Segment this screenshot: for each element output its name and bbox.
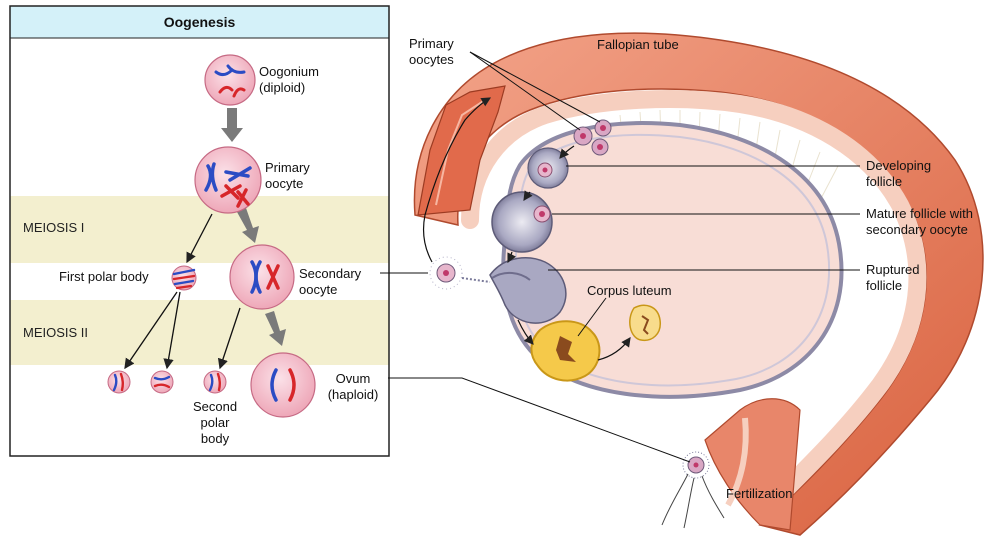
ruptured-follicle-label: Ruptured follicle xyxy=(866,262,919,294)
primary-oocyte-line2: oocyte xyxy=(265,176,310,192)
primary-oocytes-label: Primary oocytes xyxy=(409,36,454,68)
meiosis-ii-label: MEIOSIS II xyxy=(23,325,88,340)
second-polar-body-line1: Second xyxy=(187,399,243,415)
second-polar-body-line2: polar xyxy=(187,415,243,431)
primary-oocytes-line1: Primary xyxy=(409,36,454,52)
first-polar-body-label: First polar body xyxy=(59,269,149,285)
developing-follicle-line2: follicle xyxy=(866,174,931,190)
mature-follicle-line2: secondary oocyte xyxy=(866,222,973,238)
developing-follicle-label: Developing follicle xyxy=(866,158,931,190)
mature-follicle-label: Mature follicle with secondary oocyte xyxy=(866,206,973,238)
ruptured-follicle-line2: follicle xyxy=(866,278,919,294)
meiosis-i-label: MEIOSIS I xyxy=(23,220,84,235)
secondary-oocyte-label: Secondary oocyte xyxy=(299,266,361,298)
ovum-label: Ovum (haploid) xyxy=(320,371,386,403)
ovum-ploidy: (haploid) xyxy=(320,387,386,403)
oogonium-name: Oogonium xyxy=(259,64,319,80)
secondary-oocyte-line1: Secondary xyxy=(299,266,361,282)
ruptured-follicle-line1: Ruptured xyxy=(866,262,919,278)
second-polar-body-line3: body xyxy=(187,431,243,447)
oogonium-ploidy: (diploid) xyxy=(259,80,319,96)
developing-follicle-line1: Developing xyxy=(866,158,931,174)
primary-oocytes-line2: oocytes xyxy=(409,52,454,68)
primary-oocyte-line1: Primary xyxy=(265,160,310,176)
corpus-luteum-label: Corpus luteum xyxy=(587,283,672,299)
mature-follicle-line1: Mature follicle with xyxy=(866,206,973,222)
fertilization-label: Fertilization xyxy=(726,486,792,502)
second-polar-body-label: Second polar body xyxy=(187,399,243,447)
ovum-name: Ovum xyxy=(320,371,386,387)
oogonium-label: Oogonium (diploid) xyxy=(259,64,319,96)
panel-title: Oogenesis xyxy=(10,6,389,38)
secondary-oocyte-line2: oocyte xyxy=(299,282,361,298)
fallopian-tube-label: Fallopian tube xyxy=(597,37,679,53)
primary-oocyte-label: Primary oocyte xyxy=(265,160,310,192)
